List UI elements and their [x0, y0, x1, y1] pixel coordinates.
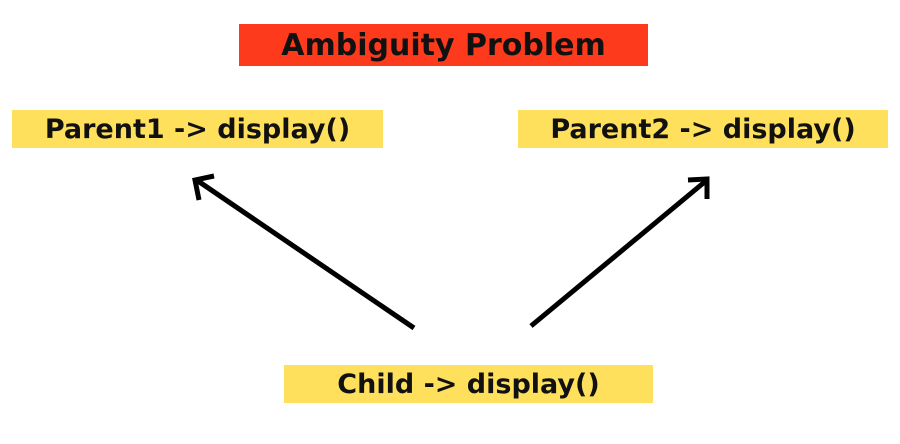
parent1-node: Parent1 -> display(): [12, 110, 383, 148]
diagram-title: Ambiguity Problem: [239, 24, 648, 66]
arrow-child-to-parent2: [529, 176, 710, 328]
child-node: Child -> display(): [284, 365, 653, 403]
arrow-child-to-parent1: [192, 173, 416, 331]
parent2-node: Parent2 -> display(): [518, 110, 888, 148]
